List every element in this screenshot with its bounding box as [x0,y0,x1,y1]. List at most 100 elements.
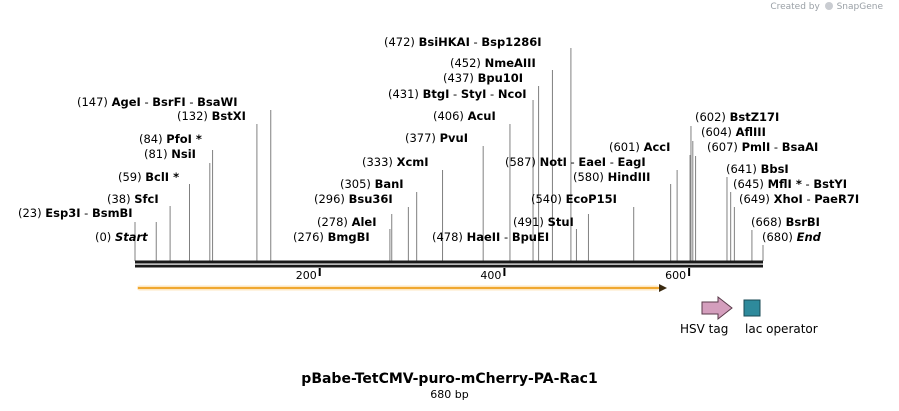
cut-site-position: (437) [443,71,478,85]
cut-site-position: (59) [118,170,145,184]
enzyme-name: Bsu36I [349,192,393,206]
cut-site-position: (147) [77,95,112,109]
feature-glyphs [701,295,761,321]
enzyme-name: Start [115,230,148,244]
cut-site-label: (278) AleI [317,215,377,229]
cut-site-position: (587) [505,155,540,169]
enzyme-name: BsmBI [92,206,133,220]
enzyme-name: BsiHKAI [419,35,470,49]
cut-site-label: (604) AflIII [701,125,766,139]
cut-site-label: (668) BsrBI [751,215,820,229]
cut-site-label: (406) AcuI [433,109,496,123]
enzyme-name: BanI [375,177,404,191]
credit-prefix: Created by [770,2,820,12]
cut-site-position: (84) [139,132,166,146]
cut-site-position: (641) [726,162,761,176]
enzyme-name: XcmI [397,155,429,169]
enzyme-name: NsiI [171,147,196,161]
enzyme-name: BsaAI [782,140,819,154]
cut-site-position: (607) [707,140,742,154]
cut-site-label: (132) BstXI [177,109,246,123]
cut-site-label: (81) NsiI [144,147,196,161]
cut-site-position: (296) [314,192,349,206]
enzyme-name: AgeI [112,95,141,109]
ruler-tick-label: 400 [480,269,501,282]
feature-label-hsv-tag: HSV tag [680,322,729,336]
cut-site-position: (452) [450,56,485,70]
cut-site-label: (607) PmlI - BsaAI [707,140,818,154]
backbone [135,260,763,268]
ruler-tick-label: 600 [665,269,686,282]
cut-site-position: (38) [107,192,134,206]
cut-site-label: (377) PvuI [405,131,468,145]
cut-site-label: (84) PfoI * [139,132,202,146]
cut-site-label: (580) HindIII [573,170,650,184]
cut-site-label: (645) MflI * - BstYI [733,177,847,191]
orf-arrow [137,284,667,292]
plasmid-size: 680 bp [430,388,469,401]
cut-site-position: (491) [513,215,548,229]
cut-site-label: (602) BstZ17I [695,110,779,124]
cut-site-label: (601) AccI [609,140,670,154]
cut-site-label: (491) StuI [513,215,574,229]
enzyme-name: BstZ17I [730,110,780,124]
cut-site-label: (649) XhoI - PaeR7I [739,192,859,206]
credit-brand: SnapGene [836,2,883,12]
enzyme-name: End [797,230,822,244]
cut-site-position: (472) [384,35,419,49]
cut-site-position: (580) [573,170,608,184]
enzyme-name: PfoI * [166,132,202,146]
cut-site-label: (0) Start [95,230,148,244]
enzyme-name: EagI [618,155,646,169]
cut-site-labels: (0) Start(23) Esp3I - BsmBI(38) SfcI(59)… [18,35,859,244]
enzyme-name: EcoP15I [566,192,617,206]
cut-site-position: (377) [405,131,440,145]
cut-site-label: (431) BtgI - StyI - NcoI [388,87,527,101]
ruler-tick-label: 200 [296,269,317,282]
cut-site-label: (478) HaeII - BpuEI [432,230,549,244]
cut-site-position: (23) [18,206,45,220]
cut-site-lines [134,48,764,261]
enzyme-name: NcoI [498,87,527,101]
enzyme-name: PvuI [440,131,468,145]
cut-site-position: (602) [695,110,730,124]
cut-site-position: (406) [433,109,468,123]
enzyme-name: StyI [461,87,487,101]
cut-site-position: (649) [739,192,774,206]
cut-site-position: (540) [531,192,566,206]
lac-operator-box-icon [743,299,761,317]
snapgene-logo-icon [824,2,833,10]
enzyme-name: BpuEI [512,230,549,244]
cut-site-label: (276) BmgBI [293,230,370,244]
enzyme-name: SfcI [134,192,158,206]
cut-site-label: (472) BsiHKAI - Bsp1286I [384,35,541,49]
cut-site-label: (147) AgeI - BsrFI - BsaWI [77,95,238,109]
enzyme-name: HindIII [608,170,651,184]
enzyme-name: BsrBI [786,215,820,229]
cut-site-position: (305) [340,177,375,191]
cut-site-position: (478) [432,230,467,244]
enzyme-name: AccI [644,140,671,154]
cut-site-label: (587) NotI - EaeI - EagI [505,155,646,169]
enzyme-name: PmlI [742,140,771,154]
cut-site-position: (81) [144,147,171,161]
backbone-strand [135,264,763,268]
enzyme-name: NotI [540,155,567,169]
enzyme-name: AleI [352,215,377,229]
enzyme-name: BsaWI [197,95,237,109]
enzyme-name: BtgI [423,87,450,101]
snapgene-credit: Created by SnapGene [770,2,883,12]
enzyme-name: AflIII [736,125,766,139]
cut-site-position: (645) [733,177,768,191]
orf-arrowhead [659,284,667,292]
enzyme-name: Bsp1286I [481,35,541,49]
cut-site-label: (333) XcmI [362,155,429,169]
enzyme-name: HaeII [467,230,501,244]
cut-site-position: (668) [751,215,786,229]
feature-label-lac-operator: lac operator [745,322,818,336]
ruler: 200 400 600 [296,268,691,282]
cut-site-label: (680) End [762,230,822,244]
enzyme-name: BclI * [145,170,179,184]
enzyme-name: StuI [548,215,574,229]
